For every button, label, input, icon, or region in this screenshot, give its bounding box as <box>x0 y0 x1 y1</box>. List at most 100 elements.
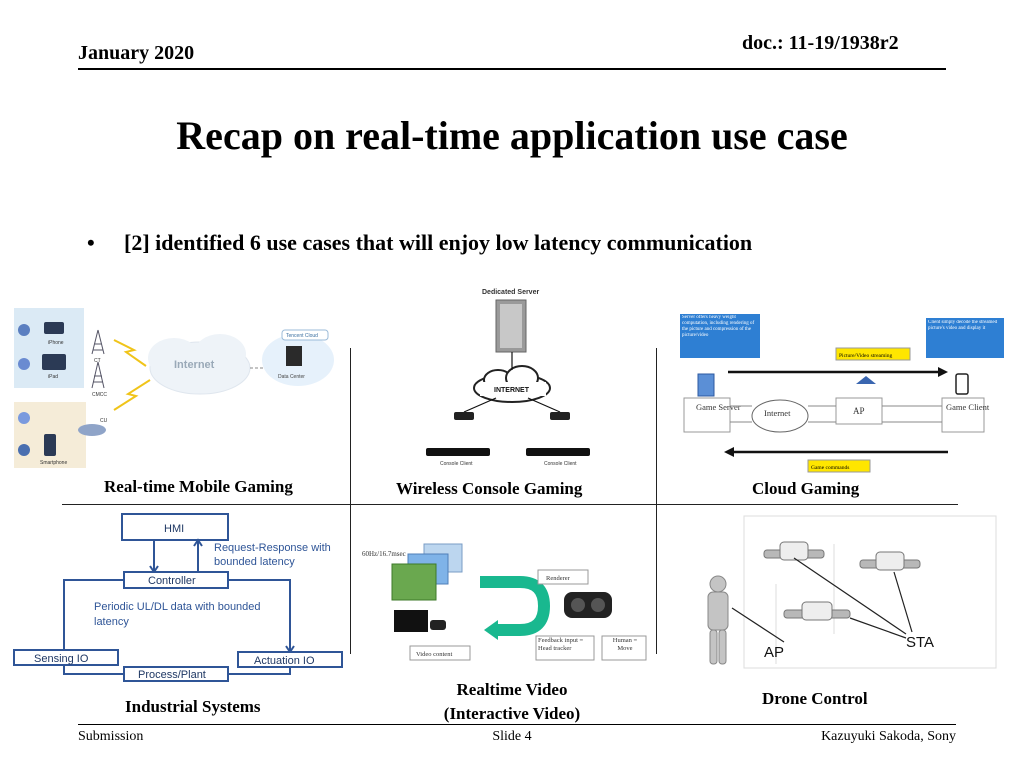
internet-label: Internet <box>764 408 791 418</box>
client-note-box <box>926 318 1004 358</box>
commands-label: Game commands <box>811 465 849 471</box>
slide-title: Recap on real-time application use case <box>176 113 848 158</box>
internet-label: Internet <box>174 359 215 371</box>
plant-links <box>63 665 291 675</box>
periodic-data-label: Periodic UL/DL data with bounded latency <box>94 601 261 628</box>
phone-icon <box>955 373 969 395</box>
header-doc-number: doc.: 11-19/1938r2 <box>742 32 899 54</box>
link-lines <box>730 405 942 423</box>
controller-icon <box>430 620 446 630</box>
device3-label: Smartphone <box>40 460 67 466</box>
video-content-box <box>409 645 471 661</box>
game-client-box <box>941 397 985 433</box>
bullet-symbol: • <box>87 230 95 255</box>
caption-realtime-mobile-gaming: Real-time Mobile Gaming <box>104 477 293 496</box>
feedback-input-box <box>535 635 595 661</box>
arrow-head-icon <box>938 367 948 377</box>
ap-label: AP <box>853 406 865 416</box>
client-note-text: Client simply decode the streamed pictur… <box>928 320 998 331</box>
renderer-box <box>537 569 589 585</box>
arrow-head-icon <box>484 620 498 640</box>
tower2-label: CMCC <box>92 392 107 398</box>
tower3-label: CU <box>100 418 108 424</box>
drone-icon <box>859 551 921 571</box>
control-loop-lines <box>63 579 291 652</box>
ap-box <box>835 397 883 425</box>
internet-cloud-icon <box>751 399 809 433</box>
server-label: Data Center <box>278 374 305 380</box>
vr-headset-icon <box>564 592 612 618</box>
realtime-video-illustration: 60Hz/16.7msec Video content Renderer Fee… <box>362 543 647 661</box>
process-plant-label: Process/Plant <box>138 669 206 681</box>
console-gaming-illustration: Dedicated Server INTERNET Console Client… <box>426 289 590 467</box>
caption-realtime-video-line1: Realtime Video <box>456 680 568 699</box>
caption-realtime-video-line2: (Interactive Video) <box>443 704 581 723</box>
commands-label-box <box>807 459 871 473</box>
header-divider <box>78 68 946 70</box>
avatar-icon <box>18 444 30 456</box>
mobile-gaming-illustration: iPhone iPad Smartphone CT CMCC CU Intern… <box>14 308 334 468</box>
drone-icon <box>763 541 825 561</box>
drone-icon <box>783 601 851 621</box>
sta-label: STA <box>906 634 934 651</box>
avatar-icon <box>18 324 30 336</box>
actuation-io-label: Actuation IO <box>254 655 315 667</box>
hmi-label: HMI <box>164 523 184 535</box>
cloud-badge <box>281 329 329 341</box>
sensing-io-box <box>13 649 119 666</box>
feedback-input-label: Feedback input = Head tracker <box>538 637 584 653</box>
tower1-label: CT <box>94 358 101 364</box>
wireless-link-icon <box>113 339 147 367</box>
video-content-label: Video content <box>416 651 452 658</box>
person-icon <box>707 575 729 665</box>
phone-icon <box>44 322 64 334</box>
ap-label: AP <box>764 644 784 661</box>
ap-icon <box>856 376 876 384</box>
grid-horizontal-divider <box>62 504 958 505</box>
controller-label: Controller <box>148 575 196 587</box>
server-note-box <box>680 314 760 358</box>
footer-divider <box>78 724 956 725</box>
console-client-right-label: Console Client <box>544 461 577 467</box>
server-tower-icon <box>495 299 527 353</box>
video-frames-icon <box>391 543 463 601</box>
cell-tower-icon <box>91 329 105 389</box>
renderer-label: Renderer <box>546 575 571 582</box>
network-links <box>463 352 561 413</box>
grid-vertical-divider-left <box>350 348 351 654</box>
industrial-systems-diagram: HMI Request-Response with bounded latenc… <box>13 513 343 682</box>
game-server-icon <box>697 373 715 397</box>
arrow-head-icon <box>193 538 203 547</box>
arrow-head-icon <box>724 447 734 457</box>
rate-label: 60Hz/16.7msec <box>362 550 406 558</box>
wireless-link-icon <box>113 379 151 411</box>
cloud-label: Tencent Cloud <box>286 333 318 339</box>
caption-industrial-systems: Industrial Systems <box>125 697 261 716</box>
drone-control-illustration: STA AP <box>707 515 997 669</box>
footer-submission: Submission <box>78 729 144 744</box>
human-box <box>601 635 647 661</box>
stream-label-box <box>835 347 911 361</box>
device1-label: iPhone <box>48 340 64 346</box>
stream-label: Picture/Video streaming <box>839 353 893 359</box>
game-server-label: Game Server <box>696 402 741 412</box>
caption-cloud-gaming: Cloud Gaming <box>752 479 860 498</box>
device-panel-top <box>14 308 84 388</box>
console-icon <box>426 448 590 456</box>
hmi-box <box>121 513 229 541</box>
header-date: January 2020 <box>78 42 195 64</box>
wifi-router-icon <box>78 424 106 436</box>
hmi-links <box>153 540 199 572</box>
grid-vertical-divider-right <box>656 348 657 654</box>
human-label: Human = Move <box>612 637 638 653</box>
console-client-left-label: Console Client <box>440 461 473 467</box>
caption-drone-control: Drone Control <box>762 689 868 708</box>
server-icon <box>286 346 302 366</box>
footer-slide-number: Slide 4 <box>492 729 532 744</box>
request-response-label: Request-Response with bounded latency <box>214 542 331 568</box>
feedback-loop-arrow <box>480 576 551 636</box>
console-icon <box>394 610 428 632</box>
smartphone-icon <box>44 434 56 456</box>
footer-author: Kazuyuki Sakoda, Sony <box>821 729 956 744</box>
bullet-text: [2] identified 6 use cases that will enj… <box>124 230 753 255</box>
